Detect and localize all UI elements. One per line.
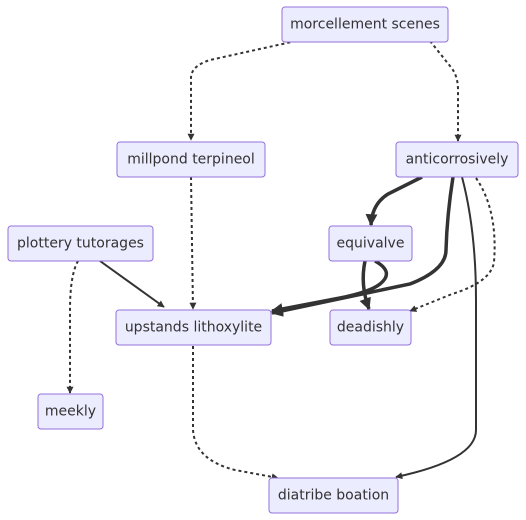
edge-equivalve-to-upstands bbox=[270, 259, 389, 315]
edge-morcellement-to-millpond bbox=[187, 40, 297, 141]
node-millpond-terpineol-label: millpond terpineol bbox=[127, 152, 255, 168]
node-diatribe-boation[interactable]: diatribe boation bbox=[268, 477, 399, 514]
node-plottery-tutorages-label: plottery tutorages bbox=[17, 236, 144, 252]
edge-anticorrosively-to-deadishly bbox=[409, 177, 496, 312]
node-anticorrosively-label: anticorrosively bbox=[406, 152, 509, 168]
node-deadishly[interactable]: deadishly bbox=[329, 309, 412, 346]
node-equivalve-label: equivalve bbox=[337, 236, 405, 252]
node-diatribe-boation-label: diatribe boation bbox=[278, 488, 389, 504]
edge-anticorrosively-to-equivalve bbox=[365, 175, 423, 227]
edge-millpond-to-upstands bbox=[189, 176, 197, 310]
node-deadishly-label: deadishly bbox=[337, 320, 404, 336]
edge-anticorrosively-to-upstands bbox=[270, 176, 455, 317]
edge-morcellement-to-anticorrosively bbox=[429, 40, 462, 142]
node-upstands-lithoxylite-label: upstands lithoxylite bbox=[125, 320, 262, 336]
edge-upstands-to-diatribe bbox=[192, 346, 279, 481]
node-equivalve[interactable]: equivalve bbox=[328, 225, 413, 262]
node-morcellement-scenes-label: morcellement scenes bbox=[290, 17, 440, 33]
edge-equivalve-to-deadishly bbox=[359, 260, 371, 311]
edge-anticorrosively-to-diatribe bbox=[395, 176, 477, 480]
node-meekly[interactable]: meekly bbox=[37, 393, 104, 430]
edge-plottery-to-upstands bbox=[99, 260, 165, 308]
edges bbox=[66, 40, 496, 481]
node-plottery-tutorages[interactable]: plottery tutorages bbox=[7, 225, 154, 262]
node-morcellement-scenes[interactable]: morcellement scenes bbox=[281, 6, 449, 43]
node-anticorrosively[interactable]: anticorrosively bbox=[395, 141, 519, 178]
nodes: morcellement scenes millpond terpineol a… bbox=[7, 6, 519, 514]
node-millpond-terpineol[interactable]: millpond terpineol bbox=[116, 141, 266, 178]
node-meekly-label: meekly bbox=[45, 404, 96, 420]
edge-plottery-to-meekly bbox=[66, 260, 79, 394]
node-upstands-lithoxylite[interactable]: upstands lithoxylite bbox=[115, 309, 272, 346]
